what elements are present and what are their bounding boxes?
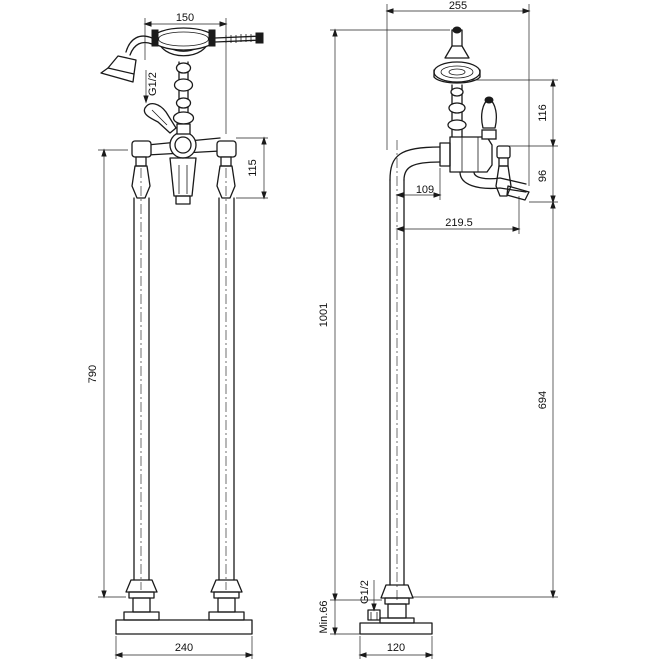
front-floor-plate <box>115 619 253 635</box>
front-dim-total-height-label: 790 <box>87 365 99 383</box>
side-dim-thread <box>371 580 377 612</box>
side-dim-base-width-label: 120 <box>387 642 405 654</box>
side-dim-head-height <box>470 78 558 148</box>
side-floor-plate <box>359 622 433 635</box>
front-dim-bottom-width-label: 240 <box>175 642 193 654</box>
front-handset-cradle <box>151 27 216 57</box>
side-lever-upper <box>481 96 497 140</box>
side-dim-spout-reach-short-label: 109 <box>416 184 434 196</box>
front-valve-right <box>216 140 237 199</box>
front-standpipe-left <box>123 150 160 621</box>
side-dim-lower-height-label: 694 <box>537 391 549 409</box>
front-diverter-knob <box>143 102 177 134</box>
side-riser <box>379 140 441 624</box>
front-shower-head <box>100 35 153 83</box>
front-dim-thread <box>143 70 149 104</box>
side-shower-head <box>433 26 481 84</box>
front-dim-top-width-label: 150 <box>176 12 194 24</box>
front-dim-handle-height <box>236 136 268 200</box>
side-dim-top-width <box>385 4 531 186</box>
side-dim-spout-reach-short <box>395 168 442 200</box>
side-dim-top-width-label: 255 <box>449 0 467 12</box>
front-dim-top-width <box>143 18 228 134</box>
side-dim-base-width <box>358 636 434 659</box>
front-dim-thread-label: G1/2 <box>147 72 159 96</box>
side-shower-column <box>447 84 467 138</box>
front-standpipe-right <box>208 150 245 621</box>
side-dim-total-height-label: 1001 <box>318 303 330 327</box>
side-bath-spout <box>459 171 530 201</box>
front-mixer-body <box>146 131 221 205</box>
front-dim-total-height <box>98 148 128 599</box>
side-view: 255 1001 Min.66 G1/2 116 <box>318 0 558 659</box>
side-dim-thread-label: G1/2 <box>359 580 371 604</box>
front-dim-bottom-width <box>114 636 254 659</box>
side-dim-min-height <box>330 600 360 636</box>
front-view: 150 G1/2 115 790 240 <box>87 12 268 659</box>
side-dim-min-height-label: Min.66 <box>318 600 330 633</box>
side-dim-spout-reach-long-label: 219.5 <box>445 217 473 229</box>
front-shower-hose <box>214 32 264 44</box>
front-dim-handle-height-label: 115 <box>247 159 259 177</box>
side-dim-spout-height-label: 96 <box>537 170 549 182</box>
side-mixer-body <box>439 136 493 173</box>
front-diverter-column <box>172 61 195 135</box>
side-dim-lower-height <box>412 200 558 599</box>
side-lever-lower <box>495 145 512 197</box>
side-dim-spout-reach-long <box>395 196 521 234</box>
side-dim-head-height-label: 116 <box>537 104 549 122</box>
front-valve-left <box>131 140 152 199</box>
side-dim-total-height <box>330 28 450 602</box>
